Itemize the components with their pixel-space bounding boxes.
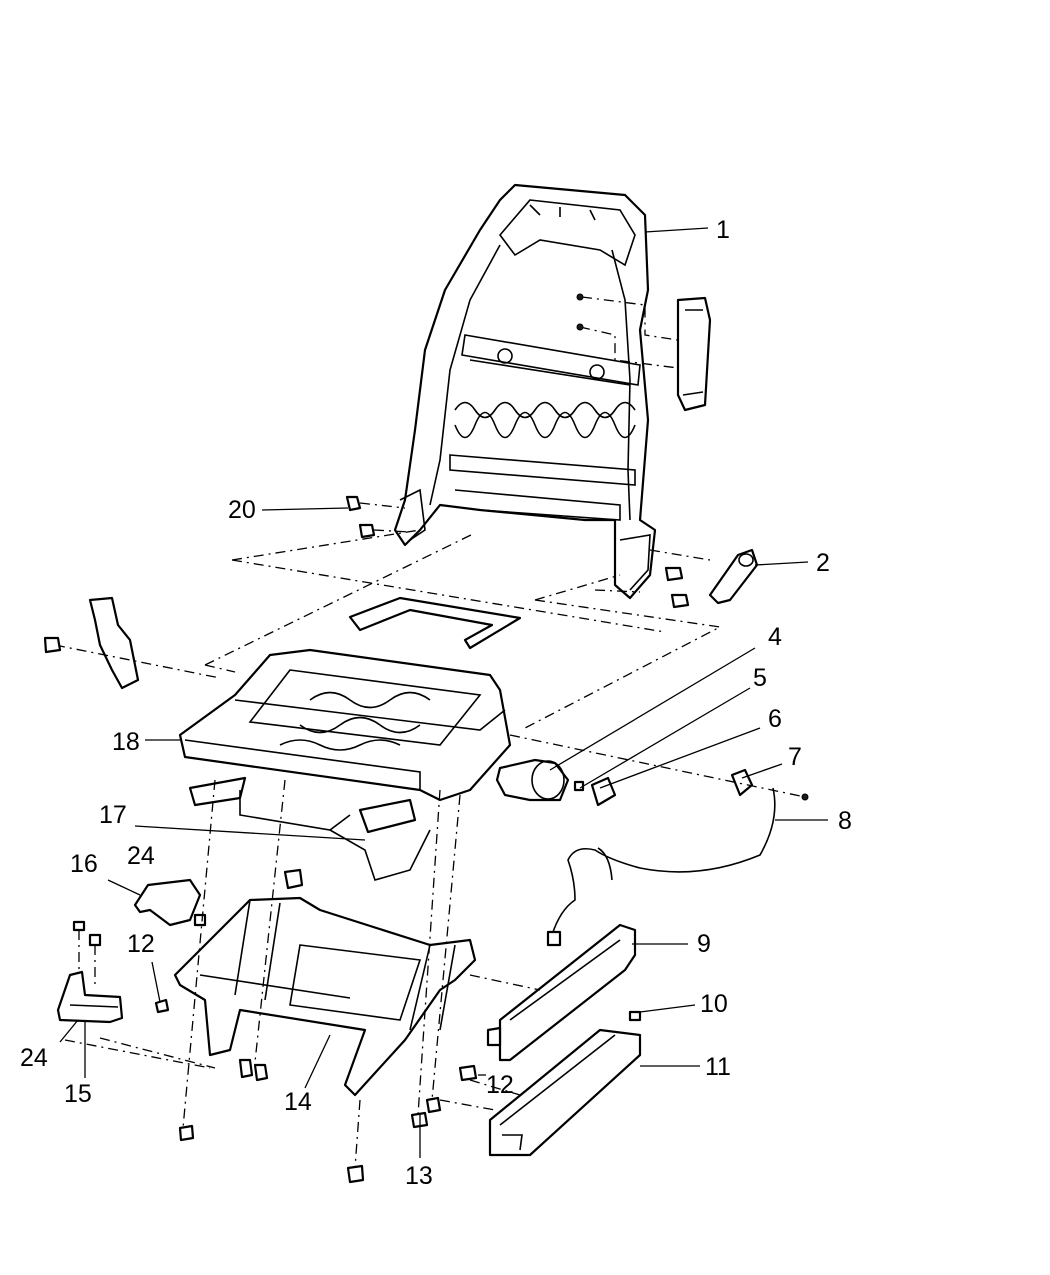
recliner-handle <box>649 548 759 609</box>
outer-track-trim <box>488 1010 642 1157</box>
leader-lines <box>59 227 828 1158</box>
callout-6: 6 <box>768 705 782 733</box>
callout-20: 20 <box>228 496 256 524</box>
callout-4: 4 <box>768 623 782 651</box>
callout-14: 14 <box>284 1088 312 1116</box>
callout-2: 2 <box>816 549 830 577</box>
seat-back-side-panel <box>576 293 712 412</box>
seat-track-assembly <box>173 896 477 1097</box>
callout-labels: 1 2 4 5 6 7 8 9 10 11 12 12 13 14 15 16 … <box>20 216 852 1190</box>
callout-15: 15 <box>64 1080 92 1108</box>
callout-5: 5 <box>753 664 767 692</box>
outer-side-shield <box>469 923 637 1062</box>
callout-11: 11 <box>705 1053 731 1081</box>
callout-24-bottom: 24 <box>20 1044 48 1072</box>
callout-12-right: 12 <box>486 1071 514 1099</box>
callout-9: 9 <box>697 930 711 958</box>
callout-18: 18 <box>112 728 140 756</box>
callout-12-left: 12 <box>127 930 155 958</box>
bolts-part-20 <box>345 495 411 539</box>
seat-pan-plate <box>348 596 522 650</box>
callout-7: 7 <box>788 743 802 771</box>
switch-bezel-cover <box>133 878 207 927</box>
callout-10: 10 <box>700 990 728 1018</box>
seat-cushion-frame <box>178 648 512 890</box>
fasteners <box>64 779 521 1184</box>
callout-1: 1 <box>716 216 730 244</box>
callout-13: 13 <box>405 1162 433 1190</box>
callout-8: 8 <box>838 807 852 835</box>
side-cover-bracket <box>43 596 221 690</box>
wire-harness <box>546 787 776 947</box>
callout-24-top: 24 <box>127 842 155 870</box>
callout-17: 17 <box>99 801 127 829</box>
callout-16: 16 <box>70 850 98 878</box>
mounting-outlines <box>204 529 723 729</box>
seat-back-frame <box>393 183 657 600</box>
